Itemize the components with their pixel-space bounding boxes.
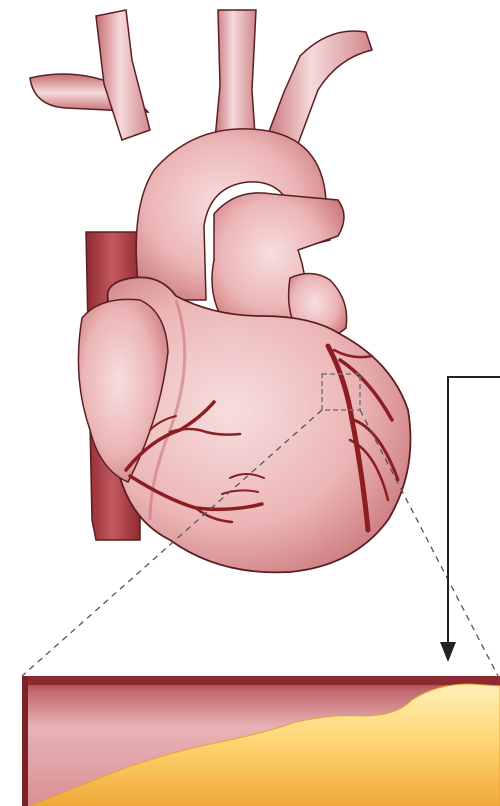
pointer-arrow [440, 377, 500, 662]
artery-cross-section [22, 676, 500, 806]
